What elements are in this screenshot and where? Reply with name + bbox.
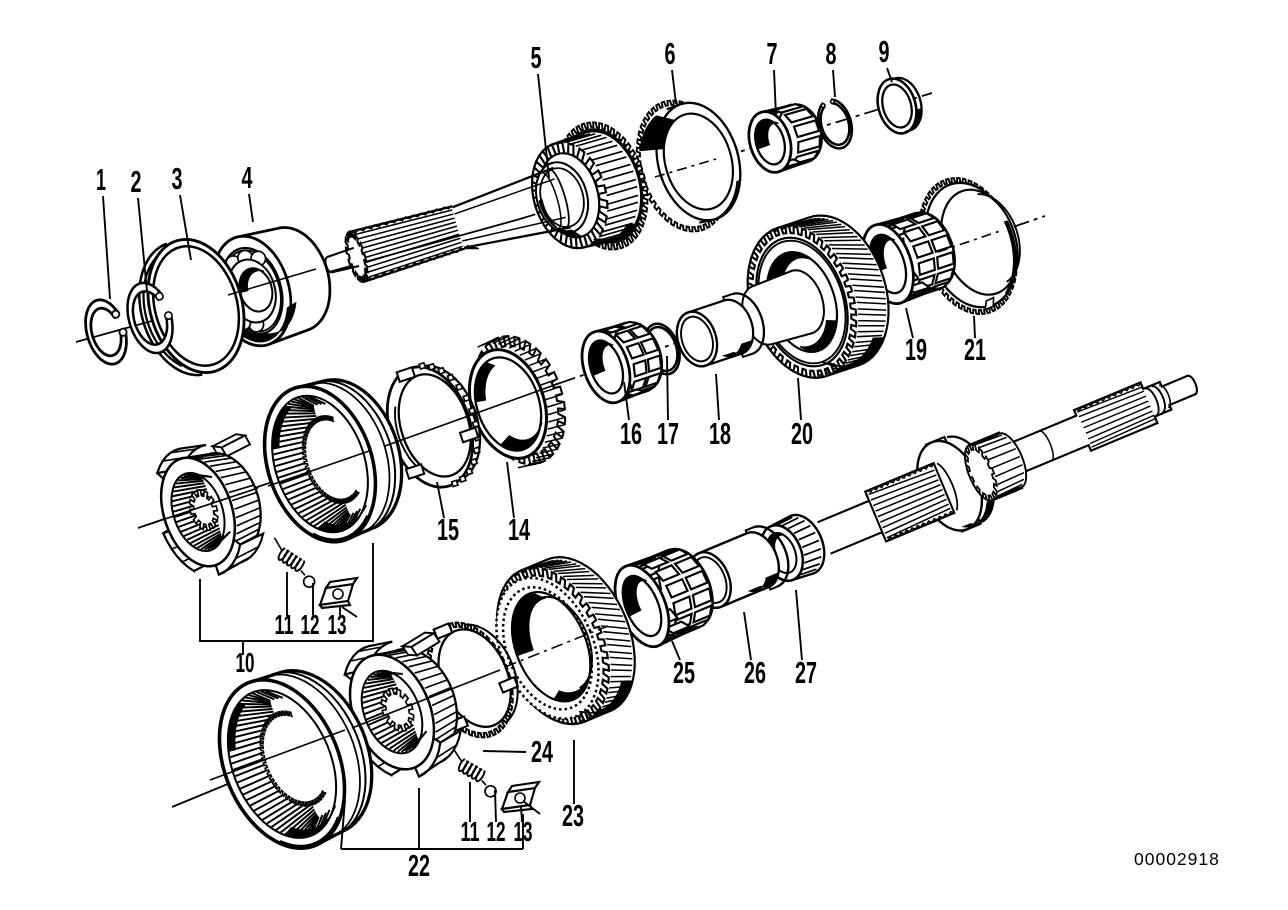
svg-text:3: 3 [172,161,183,196]
svg-text:6: 6 [665,36,676,71]
svg-text:22: 22 [408,848,430,883]
svg-text:5: 5 [531,40,542,75]
svg-text:15: 15 [437,512,459,547]
svg-text:19: 19 [905,332,927,367]
svg-text:23: 23 [562,798,584,833]
svg-text:24: 24 [531,734,553,769]
svg-text:12: 12 [487,816,506,847]
svg-text:13: 13 [328,609,347,640]
svg-text:11: 11 [275,609,294,640]
svg-text:11: 11 [461,816,480,847]
svg-text:26: 26 [744,655,766,690]
svg-text:13: 13 [514,816,533,847]
svg-text:7: 7 [767,36,778,71]
svg-text:00002918: 00002918 [1134,849,1220,869]
svg-text:18: 18 [709,416,731,451]
svg-text:1: 1 [96,162,106,197]
svg-text:2: 2 [131,164,142,199]
svg-text:14: 14 [508,512,530,547]
svg-text:20: 20 [791,416,813,451]
svg-text:16: 16 [620,416,642,451]
svg-text:10: 10 [236,647,255,678]
svg-text:12: 12 [301,609,320,640]
svg-text:17: 17 [657,416,679,451]
svg-text:27: 27 [795,655,817,690]
svg-text:4: 4 [242,160,253,195]
svg-text:25: 25 [673,655,695,690]
svg-text:21: 21 [964,332,986,367]
svg-text:8: 8 [826,36,837,71]
svg-text:9: 9 [879,34,890,69]
